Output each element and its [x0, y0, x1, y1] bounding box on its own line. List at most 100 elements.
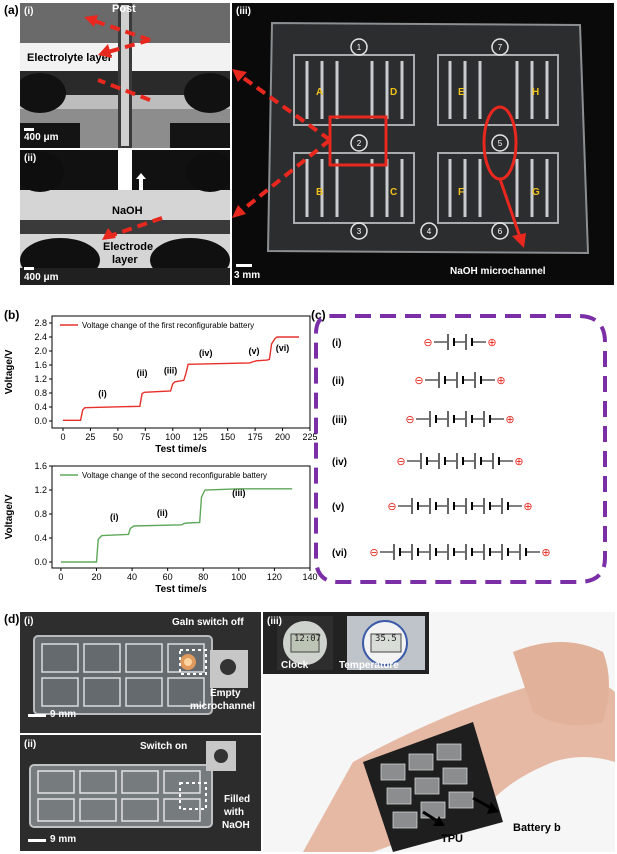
- scale-bar-d-ii: [28, 839, 46, 842]
- negative-terminal-icon: ⊖: [396, 456, 405, 468]
- step-annotation: (vi): [276, 343, 290, 353]
- x-tick-label: 140: [302, 572, 317, 582]
- cell-gap: [474, 455, 482, 467]
- cell-gap: [447, 413, 455, 425]
- scale-bar-i: [24, 128, 34, 131]
- y-tick-label: 2.0: [34, 346, 47, 356]
- battery-b-label: Battery b: [513, 822, 561, 834]
- negative-terminal-icon: ⊖: [405, 414, 414, 426]
- y-tick-label: 1.6: [34, 360, 47, 370]
- temperature-label: Temperature: [339, 660, 399, 671]
- panel-d-label: (d): [4, 612, 20, 626]
- electrolyte-layer-label: Electrolyte layer: [27, 52, 112, 64]
- photo-switch-off: [20, 612, 261, 733]
- valve-number-2: 2: [357, 139, 362, 148]
- negative-terminal-icon: ⊖: [387, 501, 396, 513]
- cell-gap: [483, 546, 491, 558]
- x-tick-label: 125: [193, 432, 208, 442]
- panel-a-label: (a): [4, 3, 19, 17]
- series-circuit-diagrams: (i)⊖⊕(ii)⊖⊕(iii)⊖⊕(iv)⊖⊕(v)⊖⊕(vi)⊖⊕: [314, 314, 607, 584]
- cell-letter-A: A: [316, 87, 323, 98]
- scale-text-i: 400 μm: [24, 132, 59, 143]
- step-annotation: (iii): [164, 365, 178, 375]
- x-tick-label: 40: [127, 572, 137, 582]
- cell-gap: [447, 546, 455, 558]
- x-tick-label: 60: [163, 572, 173, 582]
- y-tick-label: 0.4: [34, 533, 47, 543]
- cell-letter-H: H: [532, 87, 539, 98]
- valve-number-4: 4: [427, 227, 432, 236]
- circuit-row-label: (i): [332, 338, 341, 349]
- scale-bar-iii: [236, 264, 252, 267]
- cell-gap: [501, 546, 509, 558]
- step-annotation: (i): [98, 389, 107, 399]
- photo-wearable-wrist: [263, 612, 615, 852]
- micrograph-electrode-layer: [20, 150, 230, 285]
- positive-terminal-icon: ⊕: [541, 547, 550, 559]
- step-annotation: (ii): [157, 508, 168, 518]
- cell-gap: [465, 336, 473, 348]
- series-line: [62, 336, 300, 422]
- photo-iii-label: (iii): [236, 6, 251, 17]
- filled-label-line2: with: [224, 807, 244, 818]
- photo-d-i-label: (i): [24, 616, 34, 627]
- cell-gap: [465, 413, 473, 425]
- tpu-label: TPU: [441, 833, 463, 845]
- wearable-svg: [263, 612, 615, 852]
- cell-gap: [456, 374, 464, 386]
- cell-gap: [483, 413, 491, 425]
- circuit-row-label: (iv): [332, 457, 347, 468]
- valve-number-1: 1: [357, 43, 362, 52]
- x-tick-label: 25: [85, 432, 95, 442]
- cell-gap: [447, 500, 455, 512]
- cell-gap: [411, 546, 419, 558]
- cell-letter-D: D: [390, 87, 397, 98]
- step-annotation: (i): [110, 512, 119, 522]
- positive-terminal-icon: ⊕: [487, 337, 496, 349]
- filled-label-line3: NaOH: [222, 820, 250, 831]
- y-tick-label: 2.4: [34, 332, 47, 342]
- cell-gap: [429, 413, 437, 425]
- y-tick-label: 0.0: [34, 416, 47, 426]
- negative-terminal-icon: ⊖: [414, 375, 423, 387]
- naoh-microchannel-label: NaOH microchannel: [450, 266, 546, 277]
- x-tick-label: 50: [113, 432, 123, 442]
- positive-terminal-icon: ⊕: [496, 375, 505, 387]
- y-tick-label: 2.8: [34, 318, 47, 328]
- x-tick-label: 175: [248, 432, 263, 442]
- micrograph-ii-svg: [20, 150, 230, 285]
- legend-text: Voltage change of the second reconfigura…: [82, 471, 267, 480]
- cell-letter-C: C: [390, 187, 397, 198]
- photo-switch-on: [20, 735, 261, 851]
- circuit-row-label: (vi): [332, 548, 347, 559]
- y-axis-label: Voltage/V: [4, 349, 15, 394]
- cell-gap: [456, 455, 464, 467]
- photo-d-iii-label: (iii): [267, 616, 282, 627]
- filled-label-line1: Filled: [224, 794, 251, 805]
- naoh-label: NaOH: [112, 205, 143, 217]
- panel-c-label: (c): [311, 308, 326, 322]
- gain-switch-off-label: GaIn switch off: [172, 617, 244, 628]
- cell-gap: [447, 336, 455, 348]
- scale-text-iii: 3 mm: [234, 270, 261, 281]
- empty-label-line1: Empty: [210, 688, 241, 699]
- step-annotation: (iv): [199, 348, 213, 358]
- cell-gap: [474, 374, 482, 386]
- clock-label: Clock: [281, 660, 309, 671]
- scale-text-ii: 400 μm: [24, 272, 59, 283]
- chart-frame: [51, 465, 311, 569]
- cell-letter-B: B: [316, 187, 323, 198]
- negative-terminal-icon: ⊖: [423, 337, 432, 349]
- positive-terminal-icon: ⊕: [523, 501, 532, 513]
- panel-b-label: (b): [4, 308, 20, 322]
- x-tick-label: 0: [60, 432, 65, 442]
- y-tick-label: 1.2: [34, 485, 47, 495]
- thermometer-display-reading: 35.5: [375, 634, 397, 644]
- x-tick-label: 0: [58, 572, 63, 582]
- x-tick-label: 225: [302, 432, 317, 442]
- cell-gap: [465, 546, 473, 558]
- cell-gap: [438, 374, 446, 386]
